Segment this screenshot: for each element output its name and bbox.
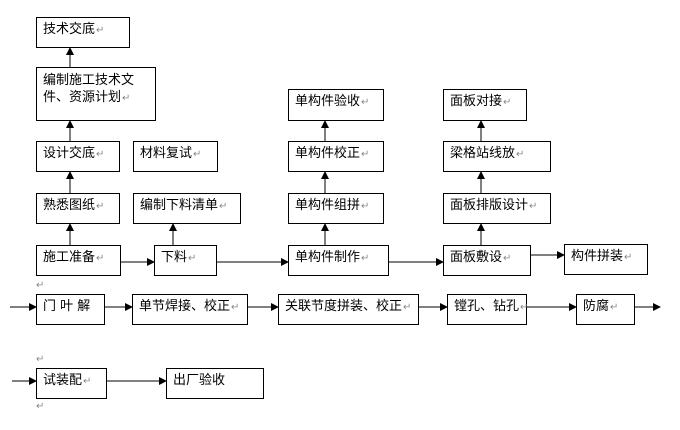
paragraph-mark: ↵ [36, 401, 45, 412]
node-panel-layout: 面板排版设计↵ [443, 193, 551, 224]
node-tech-briefing: 技术交底↵ [36, 17, 130, 48]
node-segment-welding-label: 单节焊接、校正 [139, 299, 231, 314]
node-panel-laying-label: 面板敷设 [450, 250, 503, 265]
node-single-acceptance: 单构件验收↵ [288, 89, 384, 121]
node-familiar-drawings-label: 熟悉图纸 [43, 198, 96, 213]
node-tech-briefing-label: 技术交底 [43, 22, 96, 37]
node-component-assembly-label: 构件拼装 [571, 249, 624, 264]
node-boring-drilling: 镗孔、钻孔↵ [447, 294, 528, 325]
node-cutting-list: 编制下料清单↵ [133, 193, 241, 224]
node-panel-butt-label: 面板对接 [450, 94, 503, 109]
node-related-assembly-label: 关联节度拼装、校正 [285, 299, 403, 314]
node-cutting-list-label: 编制下料清单 [140, 198, 219, 213]
node-component-assembly: 构件拼装↵ [564, 244, 648, 275]
paragraph-mark: ↵ [36, 280, 45, 291]
node-design-briefing-label: 设计交底 [43, 146, 96, 161]
node-single-correction: 单构件校正↵ [288, 141, 384, 172]
node-boring-drilling-label: 镗孔、钻孔 [454, 299, 520, 314]
node-cutting-label: 下料 [161, 250, 188, 265]
node-related-assembly: 关联节度拼装、校正↵ [278, 294, 419, 325]
node-panel-laying: 面板敷设↵ [443, 245, 531, 276]
node-door-leaf-split: 门 叶 解 [36, 294, 105, 325]
node-design-briefing: 设计交底↵ [36, 141, 120, 172]
paragraph-mark: ↵ [36, 354, 45, 365]
node-construction-prep-label: 施工准备 [43, 250, 96, 265]
node-single-correction-label: 单构件校正 [295, 146, 361, 161]
node-beam-lofting-label: 梁格站线放 [450, 146, 516, 161]
node-single-acceptance-label: 单构件验收 [295, 94, 361, 109]
node-familiar-drawings: 熟悉图纸↵ [36, 193, 120, 224]
node-trial-assembly: 试装配↵ [36, 368, 107, 399]
node-tech-docs-label: 编制施工技术文件、资源计划 [43, 73, 135, 105]
node-panel-layout-label: 面板排版设计 [450, 198, 529, 213]
node-factory-acceptance: 出厂验收 [166, 368, 264, 399]
node-single-assembly: 单构件组拼↵ [288, 193, 384, 224]
node-single-assembly-label: 单构件组拼 [295, 198, 361, 213]
node-door-leaf-split-label: 门 叶 解 [43, 299, 91, 314]
node-construction-prep: 施工准备↵ [36, 245, 121, 276]
node-anticorrosion-label: 防腐 [583, 299, 610, 314]
node-tech-docs: 编制施工技术文件、资源计划↵ [36, 67, 156, 121]
node-single-fabrication: 单构件制作↵ [288, 245, 389, 276]
node-anticorrosion: 防腐↵ [576, 294, 635, 325]
node-segment-welding: 单节焊接、校正↵ [132, 294, 248, 325]
node-beam-lofting: 梁格站线放↵ [443, 141, 551, 172]
node-factory-acceptance-label: 出厂验收 [173, 373, 226, 388]
node-single-fabrication-label: 单构件制作 [295, 250, 361, 265]
node-trial-assembly-label: 试装配 [43, 373, 83, 388]
node-panel-butt: 面板对接↵ [443, 89, 527, 121]
node-material-retest-label: 材料复试 [140, 146, 193, 161]
node-material-retest: 材料复试↵ [133, 141, 218, 172]
node-cutting: 下料↵ [154, 245, 217, 276]
